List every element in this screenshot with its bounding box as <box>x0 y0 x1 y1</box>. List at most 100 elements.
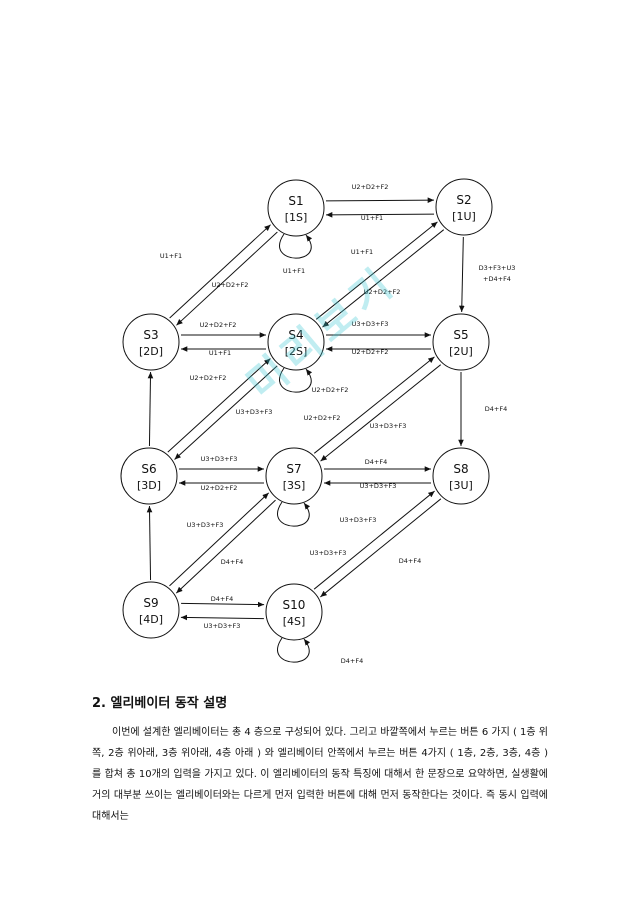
state-s5: S5 [2U] <box>432 313 490 371</box>
transition-label: U1+F1 <box>283 267 305 275</box>
state-id: S7 <box>286 462 301 476</box>
transition-arrow <box>169 492 270 587</box>
transition-label: U3+D3+F3 <box>360 482 397 490</box>
transition-arrow <box>174 365 278 460</box>
transition-arrow <box>167 358 271 453</box>
state-id: S3 <box>143 328 158 342</box>
state-id: S4 <box>288 328 303 342</box>
transition-label: +D4+F4 <box>483 275 511 283</box>
transition-s6-to-s3 <box>147 371 154 447</box>
state-floor-label: [2U] <box>449 345 473 358</box>
transition-arrow <box>181 601 265 608</box>
transition-s10-to-s10: D4+F4 <box>277 637 363 665</box>
state-s6: S6 [3D] <box>120 447 178 505</box>
state-s8: S8[3U] <box>432 447 490 505</box>
transition-label: U2+D2+F2 <box>190 374 227 382</box>
transition-label: U2+D2+F2 <box>304 414 341 422</box>
state-circle <box>122 581 180 639</box>
transition-arrow <box>313 356 435 454</box>
transition-s1-to-s2: U2+D2+F2 <box>325 183 434 204</box>
state-s2: S2 [1U] <box>435 178 493 236</box>
state-s4: S4 [2S] <box>267 313 325 371</box>
transition-label: U2+D2+F2 <box>352 183 389 191</box>
transition-s10-to-s9: U3+D3+F3 <box>180 614 264 630</box>
self-loop-arrow <box>277 637 311 663</box>
state-circle <box>432 313 490 371</box>
state-circle <box>267 313 325 371</box>
state-s7: S7[3S] <box>265 447 323 505</box>
state-circle <box>122 313 180 371</box>
transition-label: U1+F1 <box>160 252 182 260</box>
transition-arrow <box>326 211 435 218</box>
state-floor-label: [3U] <box>449 479 473 492</box>
state-id: S9 <box>143 596 158 610</box>
state-floor-label: [3D] <box>137 479 161 492</box>
transition-s5-to-s4: U2+D2+F2 <box>326 346 431 356</box>
state-id: S1 <box>288 194 303 208</box>
state-circle <box>435 178 493 236</box>
transition-label: U3+D3+F3 <box>204 622 241 630</box>
state-s10: S10[4S] <box>265 583 323 641</box>
transition-s4-to-s3: U1+F1 <box>181 346 266 357</box>
transition-label: U3+D3+F3 <box>370 422 407 430</box>
transition-s8-to-s10: D4+F4 <box>320 498 442 598</box>
transition-s8-to-s7: U3+D3+F3 <box>324 480 431 490</box>
transition-arrow <box>325 197 434 204</box>
transition-s7-to-s8: D4+F4 <box>324 458 431 472</box>
transition-label: U3+D3+F3 <box>201 455 238 463</box>
transition-label: U2+D2+F2 <box>312 386 349 394</box>
state-floor-label: [1U] <box>452 210 476 223</box>
section-title: 2. 엘리베이터 동작 설명 <box>92 696 228 711</box>
transition-label: U1+F1 <box>209 349 231 357</box>
state-circle <box>120 447 178 505</box>
transition-arrow <box>146 505 153 581</box>
transition-label: U3+D3+F3 <box>352 320 389 328</box>
transition-arrow <box>459 236 465 313</box>
transition-label: U3+D3+F3 <box>310 549 347 557</box>
state-id: S5 <box>453 328 468 342</box>
self-loop-arrow <box>279 233 313 259</box>
transition-arrow <box>169 224 271 319</box>
transition-s4-to-s4: U2+D2+F2 <box>279 367 349 394</box>
state-circle <box>265 583 323 641</box>
transition-s7-to-s7: U3+D3+F3 <box>277 501 377 527</box>
transition-arrow <box>175 499 276 594</box>
transition-s5-to-s8: D4+F4 <box>458 372 507 446</box>
transition-label: D4+F4 <box>211 595 233 603</box>
state-floor-label: [2S] <box>285 345 308 358</box>
transition-s9-to-s10: D4+F4 <box>181 595 265 608</box>
state-floor-label: [1S] <box>285 211 308 224</box>
transition-label: U2+D2+F2 <box>201 484 238 492</box>
transition-label: U2+D2+F2 <box>200 321 237 329</box>
transition-s1-to-s3: U2+D2+F2 <box>176 231 278 326</box>
transition-label: D4+F4 <box>221 558 243 566</box>
state-s1: S1 [1S] <box>267 179 325 237</box>
transition-s1-to-s1: U1+F1 <box>279 233 313 275</box>
transition-s2-to-s1: U1+F1 <box>326 211 435 222</box>
transition-s2-to-s4: U2+D2+F2 <box>322 229 445 328</box>
transition-arrow <box>320 498 442 598</box>
transition-label: U1+F1 <box>351 248 373 256</box>
state-id: S6 <box>141 462 156 476</box>
transition-s9-to-s7: U3+D3+F3 <box>169 492 270 587</box>
state-s9: S9 [4D] <box>122 581 180 639</box>
transition-label: U3+D3+F3 <box>340 516 377 524</box>
transition-s6-to-s4: U2+D2+F2 <box>167 358 271 453</box>
transition-s10-to-s8: U3+D3+F3 <box>310 490 435 590</box>
transition-arrow <box>313 490 435 590</box>
state-floor-label: [4D] <box>139 613 163 626</box>
state-circle <box>267 179 325 237</box>
state-floor-label: [2D] <box>139 345 163 358</box>
transition-label: U2+D2+F2 <box>364 288 401 296</box>
state-transition-diagram: U2+D2+F2U1+F1U1+F1U1+F1U2+D2+F2U1+F1U2+D… <box>120 178 516 665</box>
transition-label: U2+D2+F2 <box>212 281 249 289</box>
transition-arrow <box>315 221 438 320</box>
transition-label: D4+F4 <box>485 405 507 413</box>
state-circle <box>265 447 323 505</box>
transition-arrow <box>147 371 154 447</box>
transition-label: D3+F3+U3 <box>479 264 516 272</box>
transition-arrow <box>176 231 278 326</box>
state-id: S2 <box>456 193 471 207</box>
transition-label: U1+F1 <box>361 214 383 222</box>
